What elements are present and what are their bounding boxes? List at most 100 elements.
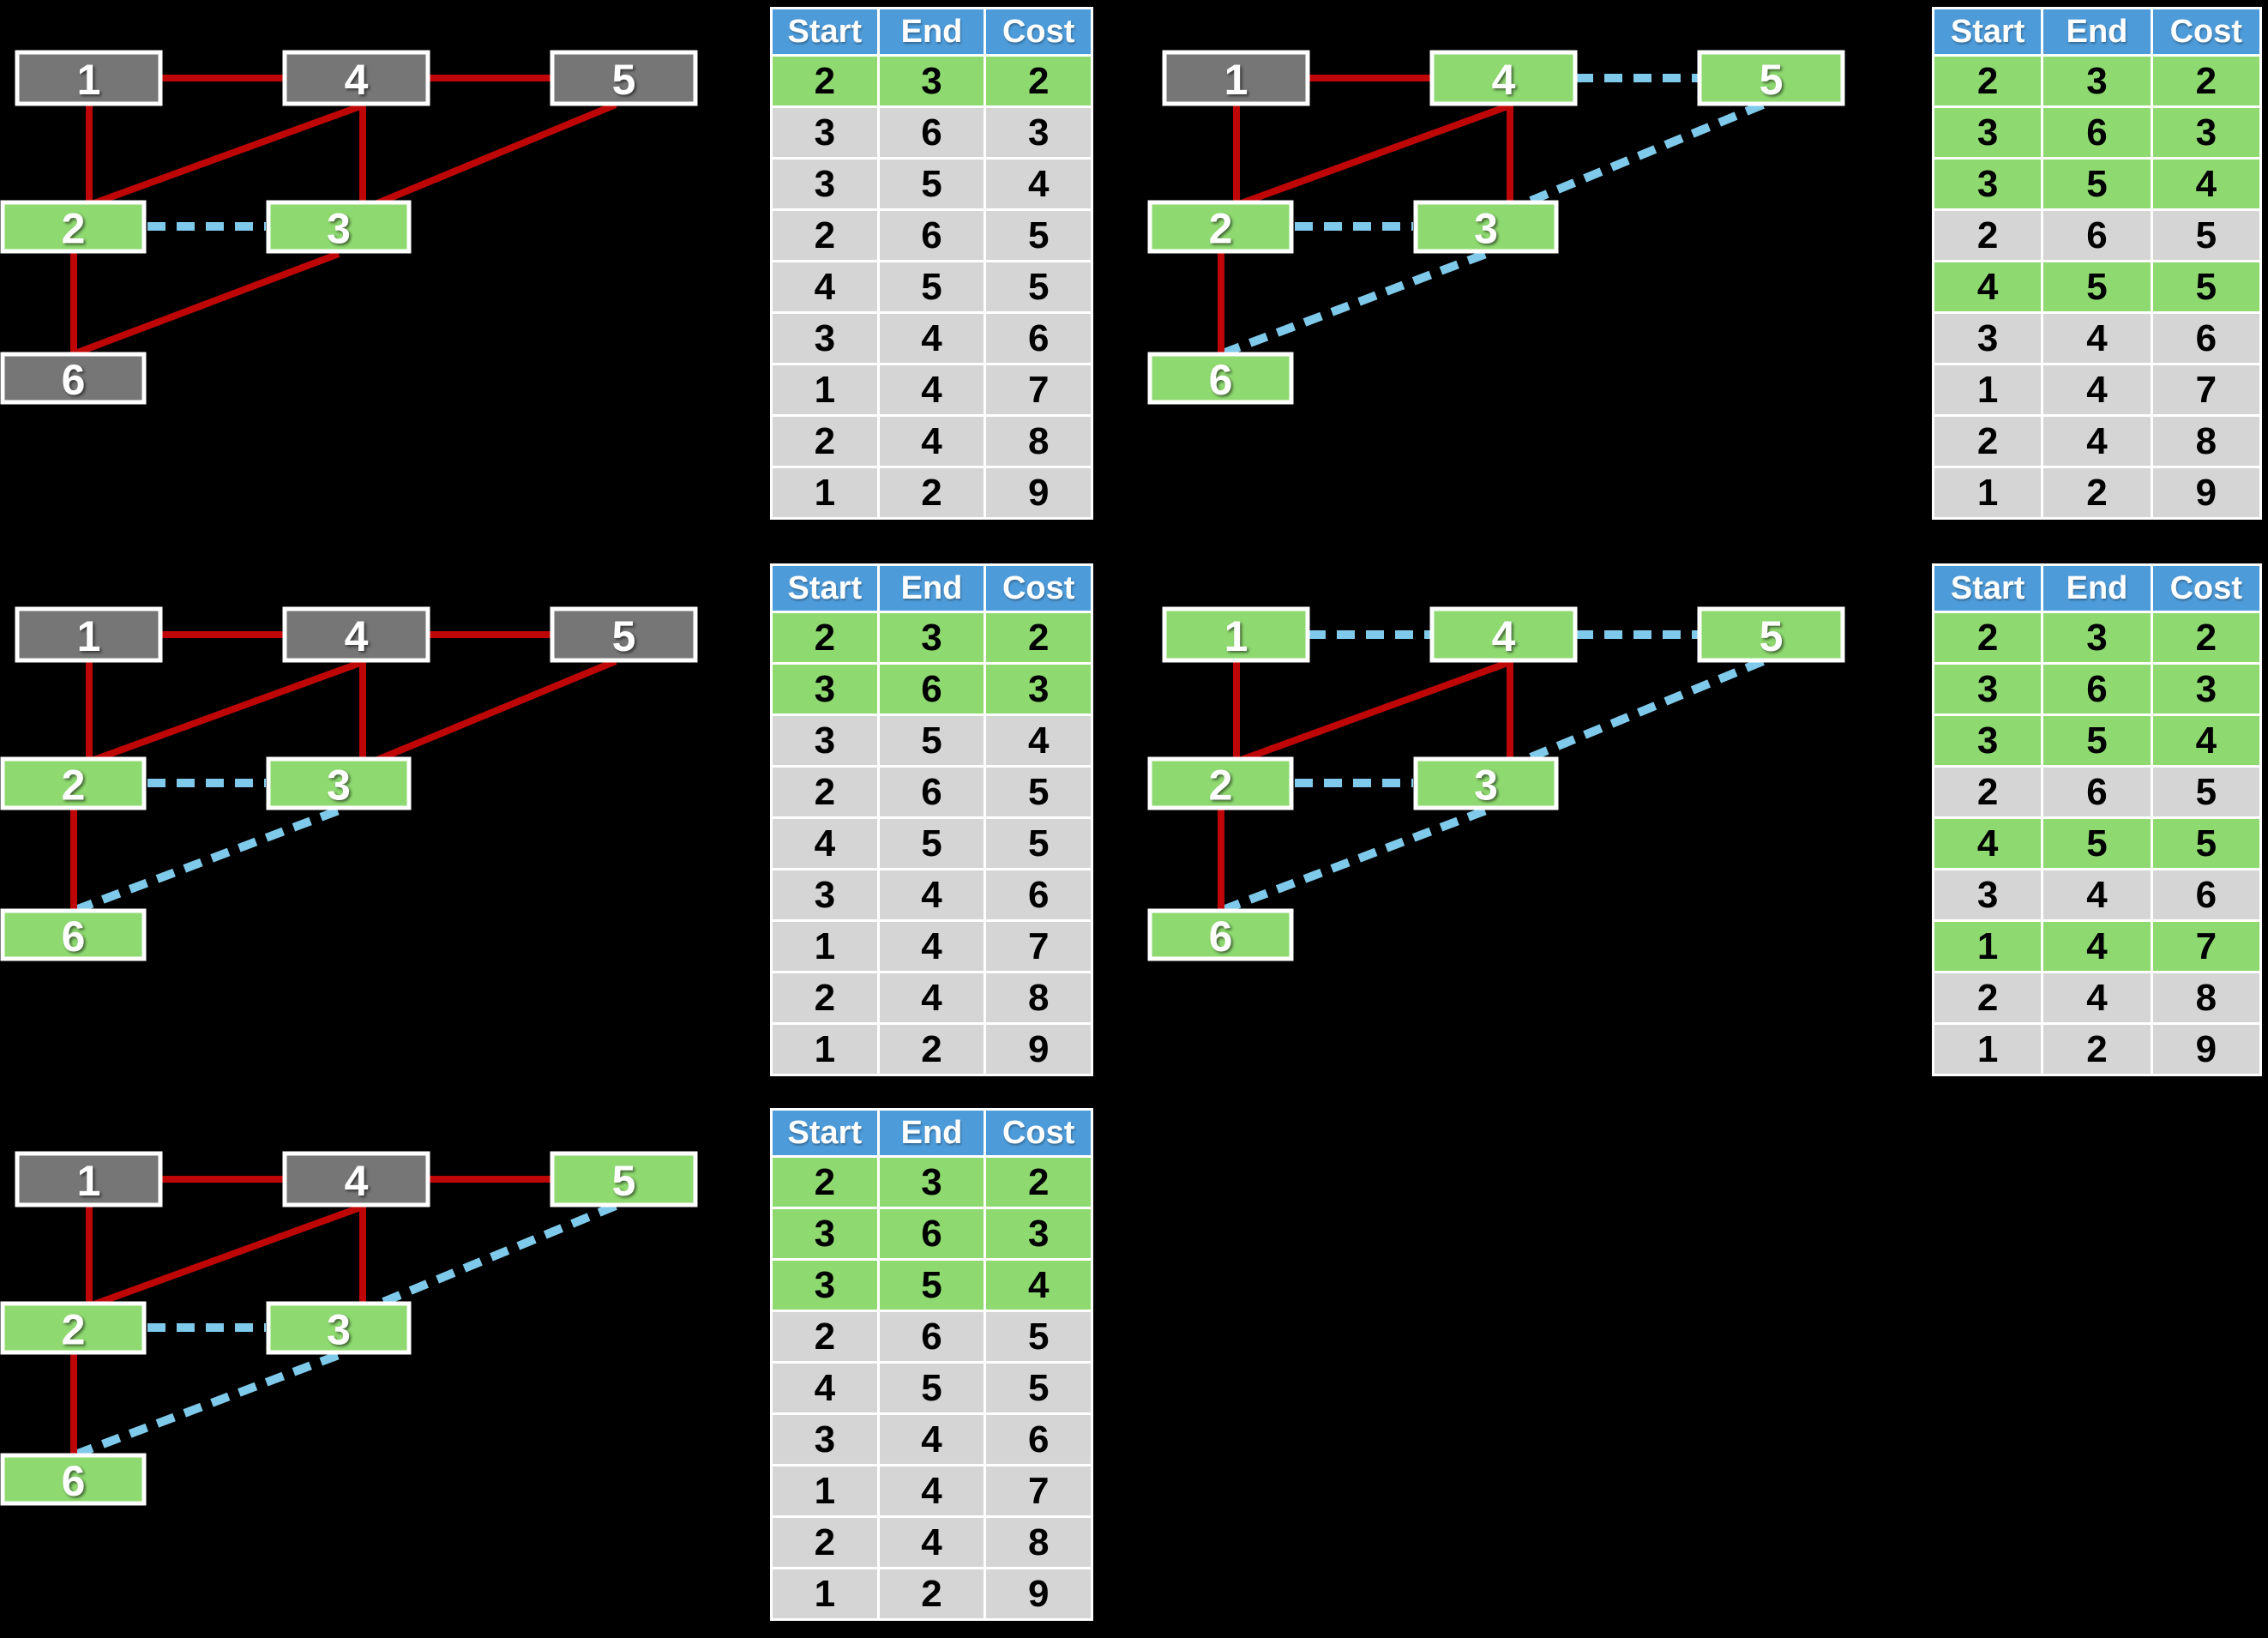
table-cell-cost: 7 bbox=[986, 922, 1092, 971]
table-cell-start: 3 bbox=[773, 160, 877, 208]
table-cell-start: 1 bbox=[1934, 922, 2042, 971]
node-label-1: 1 bbox=[1224, 56, 1248, 104]
table-cell-cost: 4 bbox=[986, 160, 1092, 208]
node-3-in-tree bbox=[266, 1301, 412, 1355]
node-1 bbox=[15, 1151, 163, 1207]
table-header-start: Start bbox=[773, 1111, 877, 1155]
edge-2-4 bbox=[1235, 659, 1512, 765]
table-cell-start: 2 bbox=[773, 768, 877, 816]
table-cell-cost: 7 bbox=[2152, 365, 2259, 414]
table-cell-end: 3 bbox=[879, 613, 984, 662]
table-header-cost: Cost bbox=[2152, 9, 2259, 54]
node-4-in-tree bbox=[1429, 606, 1578, 663]
node-label-1: 1 bbox=[1224, 612, 1248, 660]
node-label-5: 5 bbox=[612, 612, 636, 660]
table-cell-cost: 2 bbox=[986, 57, 1092, 105]
node-label-1: 1 bbox=[77, 56, 101, 104]
table-cell-start: 3 bbox=[1934, 716, 2042, 765]
table-cell-cost: 5 bbox=[986, 1364, 1092, 1412]
table-cell-cost: 6 bbox=[986, 870, 1092, 919]
table-cell-start: 1 bbox=[1934, 1025, 2042, 1074]
node-3-in-tree bbox=[1413, 756, 1559, 810]
table-cell-cost: 8 bbox=[2152, 973, 2259, 1022]
table-cell-cost: 9 bbox=[986, 1025, 1092, 1074]
table-cell-end: 5 bbox=[879, 160, 984, 208]
table-cell-cost: 6 bbox=[2152, 314, 2259, 363]
table-cell-cost: 5 bbox=[2152, 819, 2259, 868]
table-cell-end: 6 bbox=[879, 108, 984, 157]
node-label-5: 5 bbox=[612, 56, 636, 104]
node-2-in-tree bbox=[1147, 756, 1294, 810]
node-label-3: 3 bbox=[1474, 205, 1498, 253]
table-cell-cost: 8 bbox=[986, 417, 1092, 466]
edge-2-4 bbox=[87, 659, 364, 765]
table-header-start: Start bbox=[1934, 9, 2042, 54]
table-cell-cost: 4 bbox=[986, 1261, 1092, 1310]
table-cell-cost: 5 bbox=[2152, 262, 2259, 311]
node-label-2: 2 bbox=[1209, 205, 1233, 253]
table-cell-end: 6 bbox=[2043, 665, 2151, 714]
node-label-3: 3 bbox=[327, 762, 351, 810]
table-cell-end: 4 bbox=[2043, 922, 2151, 971]
table-header-start: Start bbox=[1934, 566, 2042, 611]
node-1 bbox=[15, 50, 163, 106]
node-4 bbox=[282, 1151, 430, 1207]
node-3-in-tree bbox=[1413, 200, 1559, 254]
table-cell-start: 4 bbox=[773, 1364, 877, 1412]
edge-3-5-selected bbox=[1523, 657, 1765, 764]
table-cell-cost: 9 bbox=[986, 1569, 1092, 1618]
table-cell-start: 3 bbox=[773, 1209, 877, 1258]
table-cell-cost: 3 bbox=[986, 665, 1092, 714]
table-cell-cost: 7 bbox=[2152, 922, 2259, 971]
node-label-1: 1 bbox=[77, 1157, 101, 1205]
node-label-4: 4 bbox=[1492, 612, 1516, 660]
table-cell-cost: 2 bbox=[986, 613, 1092, 662]
table-cell-start: 2 bbox=[773, 1518, 877, 1567]
table-cell-start: 1 bbox=[773, 468, 877, 517]
node-6-in-tree bbox=[0, 908, 147, 961]
table-cell-start: 2 bbox=[1934, 211, 2042, 260]
table-cell-end: 3 bbox=[879, 57, 984, 105]
table-cell-end: 5 bbox=[879, 716, 984, 765]
node-6-in-tree bbox=[1147, 352, 1294, 405]
node-4 bbox=[282, 606, 430, 663]
node-label-3: 3 bbox=[327, 205, 351, 253]
table-header-cost: Cost bbox=[986, 566, 1092, 611]
table-cell-end: 4 bbox=[879, 870, 984, 919]
node-label-6: 6 bbox=[62, 356, 86, 404]
table-cell-end: 2 bbox=[879, 1025, 984, 1074]
table-cell-start: 3 bbox=[773, 1261, 877, 1310]
node-label-2: 2 bbox=[62, 762, 86, 810]
table-cell-cost: 4 bbox=[2152, 160, 2259, 208]
table-cell-end: 6 bbox=[2043, 108, 2151, 157]
node-5-in-tree bbox=[1697, 50, 1845, 106]
table-cell-cost: 3 bbox=[2152, 665, 2259, 714]
table-cell-cost: 8 bbox=[986, 973, 1092, 1022]
table-cell-cost: 4 bbox=[2152, 716, 2259, 765]
table-cell-end: 6 bbox=[879, 665, 984, 714]
